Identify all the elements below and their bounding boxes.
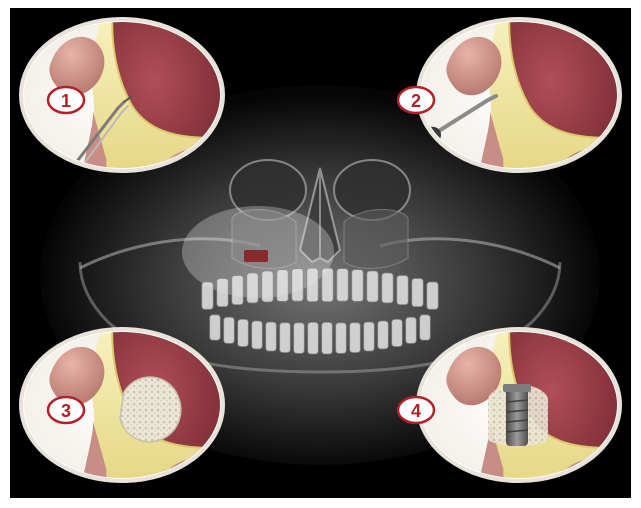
tooth <box>307 268 318 302</box>
step-number: 1 <box>61 91 71 111</box>
tooth <box>322 322 333 354</box>
tooth <box>367 271 378 302</box>
tooth <box>232 276 243 305</box>
tooth <box>224 317 235 343</box>
step-1-panel: 1 <box>19 17 225 173</box>
tooth <box>336 323 347 354</box>
tooth <box>337 269 348 302</box>
tooth <box>252 321 263 349</box>
step-3-panel: 3 <box>19 327 225 483</box>
tooth <box>412 279 423 307</box>
step-number: 2 <box>411 91 421 111</box>
tooth <box>280 323 291 353</box>
tooth <box>378 321 389 349</box>
tooth <box>397 276 408 305</box>
tooth <box>210 315 221 340</box>
tooth <box>322 268 333 302</box>
step-badge-1: 1 <box>48 87 84 113</box>
tooth <box>364 322 375 351</box>
graft-site-marker <box>244 250 268 262</box>
tooth <box>238 319 249 346</box>
dental-implant-icon <box>503 384 531 446</box>
tooth <box>294 323 305 354</box>
tooth <box>308 322 319 354</box>
tooth <box>392 319 403 346</box>
tooth <box>382 273 393 303</box>
step-badge-4: 4 <box>398 397 434 423</box>
tooth <box>247 273 258 303</box>
tooth <box>352 270 363 302</box>
tooth <box>292 269 303 302</box>
step-number: 3 <box>61 401 71 421</box>
step-badge-3: 3 <box>48 397 84 423</box>
tooth <box>262 271 273 302</box>
tooth <box>406 317 417 343</box>
tooth <box>266 322 277 351</box>
step-number: 4 <box>411 401 421 421</box>
tooth <box>277 270 288 302</box>
tooth <box>420 315 431 340</box>
tooth <box>217 279 228 307</box>
bone-graft-icon <box>120 377 181 442</box>
step-badge-2: 2 <box>398 87 434 113</box>
tooth <box>350 323 361 353</box>
tooth <box>427 282 438 309</box>
tooth <box>202 282 213 309</box>
